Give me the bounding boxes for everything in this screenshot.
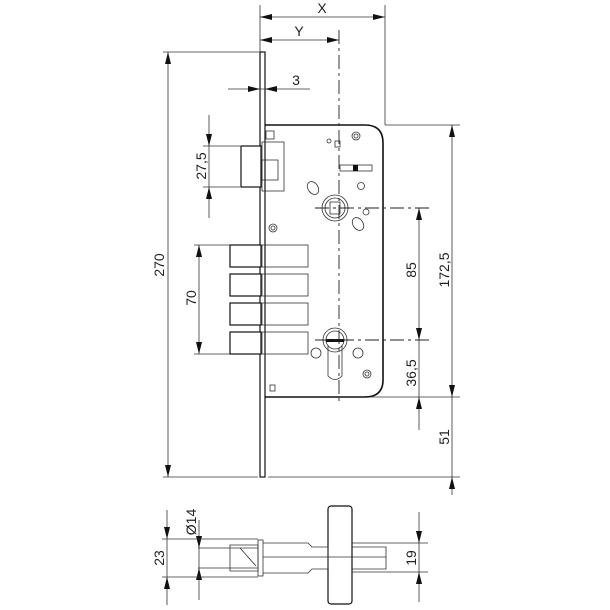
- latch-bolt: [240, 130, 285, 192]
- dim-cylinder-body: 19: [352, 512, 428, 602]
- dim-27-5-label: 27,5: [193, 152, 209, 179]
- case-details: [268, 131, 373, 392]
- dim-x: X: [259, 0, 386, 125]
- dim-3-label: 3: [292, 72, 300, 88]
- dim-faceplate-thickness: 3: [228, 72, 310, 92]
- dim-cylinder-width: 23: [151, 510, 258, 605]
- center-lines: [315, 30, 430, 405]
- dim-x-label: X: [317, 0, 327, 16]
- dim-270-label: 270: [151, 253, 167, 277]
- deadbolts: [229, 244, 309, 355]
- dim-latch: 27,5: [193, 115, 240, 218]
- cylinder-side-view: [229, 505, 387, 605]
- dim-70-label: 70: [183, 290, 199, 306]
- dim-d14-label: Ø14: [183, 509, 199, 536]
- dim-spindle-diameter: Ø14: [183, 509, 258, 600]
- dim-bottom-offset: 51: [268, 397, 460, 495]
- dim-handle-cylinder: 85: [403, 208, 422, 430]
- dim-total-height: 270: [151, 51, 260, 478]
- dim-y-label: Y: [294, 23, 304, 39]
- dim-case-height: 172,5: [370, 124, 460, 398]
- dim-cylinder-bottom: 36,5: [403, 359, 422, 409]
- dim-bolt-span: 70: [183, 244, 230, 355]
- dim-y: Y: [260, 23, 339, 43]
- lock-case: [265, 124, 384, 398]
- dim-172-5-label: 172,5: [436, 252, 452, 287]
- dim-23-label: 23: [151, 550, 167, 566]
- dim-19-label: 19: [403, 550, 419, 566]
- dim-85-label: 85: [403, 262, 419, 278]
- dim-51-label: 51: [436, 429, 452, 445]
- dim-36-5-label: 36,5: [403, 359, 419, 386]
